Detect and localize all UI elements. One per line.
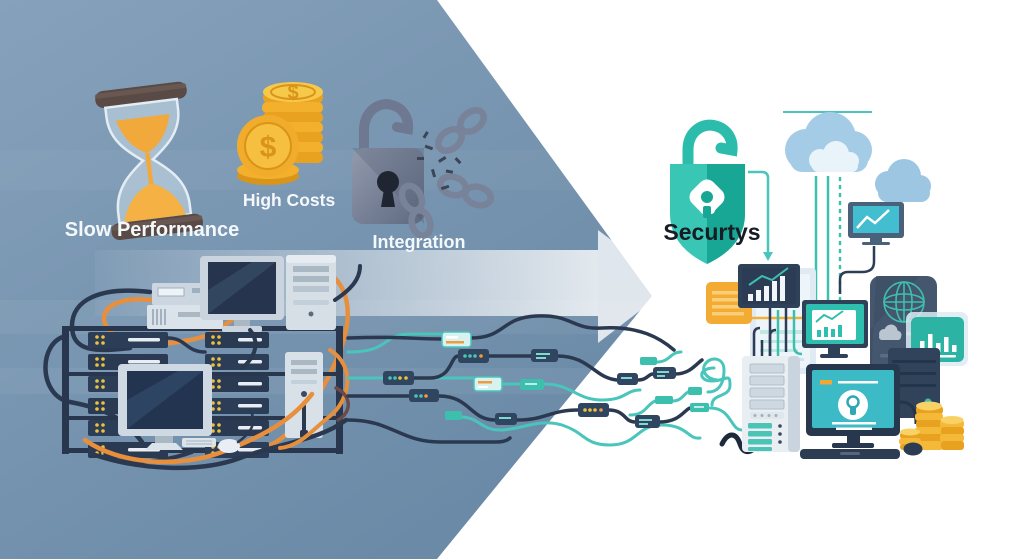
crt-monitor-front — [118, 364, 216, 450]
coin-dollar-sign: $ — [260, 131, 277, 164]
mouse-right — [903, 442, 923, 456]
hourglass-icon — [94, 81, 203, 241]
globe-wireframe-icon — [883, 281, 925, 323]
tower-pc-back — [286, 255, 336, 330]
dark-node — [635, 415, 660, 428]
coin-dollar-sign: $ — [287, 82, 298, 104]
dark-node — [409, 389, 439, 402]
chain-links — [398, 107, 494, 239]
rack-behind-monitor — [888, 348, 940, 425]
teal-node — [640, 357, 657, 365]
small-cloud-icon — [879, 324, 902, 340]
teal-node — [445, 411, 462, 420]
bar-chart-monitor-dark — [738, 264, 800, 308]
teal-node — [688, 387, 702, 395]
line-chart-monitor-top — [838, 202, 904, 294]
teal-node — [690, 403, 709, 412]
tangled-cables-front — [82, 264, 362, 471]
teal-node — [520, 379, 544, 390]
desktop-computer — [800, 364, 900, 459]
coin-stack-right — [899, 401, 964, 450]
coin-front: $ — [237, 115, 299, 185]
chain-debris — [417, 131, 462, 191]
slow-performance-label: Slow Performance — [65, 219, 240, 241]
mint-node — [473, 376, 503, 392]
mint-node — [441, 331, 472, 348]
integration-label: Integration — [373, 232, 466, 252]
dark-node — [531, 349, 558, 362]
dark-node — [617, 373, 638, 385]
dark-node — [578, 403, 609, 417]
line-chart-monitor-teal — [802, 300, 868, 358]
coin-stack-icon: $ $ — [237, 82, 323, 185]
dark-node — [383, 371, 414, 385]
shield-lock-icon — [670, 119, 745, 264]
dark-node — [458, 349, 489, 363]
high-costs-label: High Costs — [243, 190, 336, 210]
broken-lock-chain-icon — [352, 99, 494, 239]
shield-connector-arrow — [748, 170, 773, 261]
crt-monitor-back — [200, 256, 284, 332]
circuit-nodes — [383, 331, 709, 428]
network-wires — [346, 314, 761, 455]
cloud-icon-small — [875, 159, 931, 202]
dark-node — [495, 413, 517, 425]
server-tower-right — [742, 326, 800, 452]
cloud-icon-large — [785, 112, 872, 172]
security-label: Securtys — [663, 219, 760, 245]
dark-node — [653, 367, 676, 379]
teal-node — [655, 396, 673, 404]
